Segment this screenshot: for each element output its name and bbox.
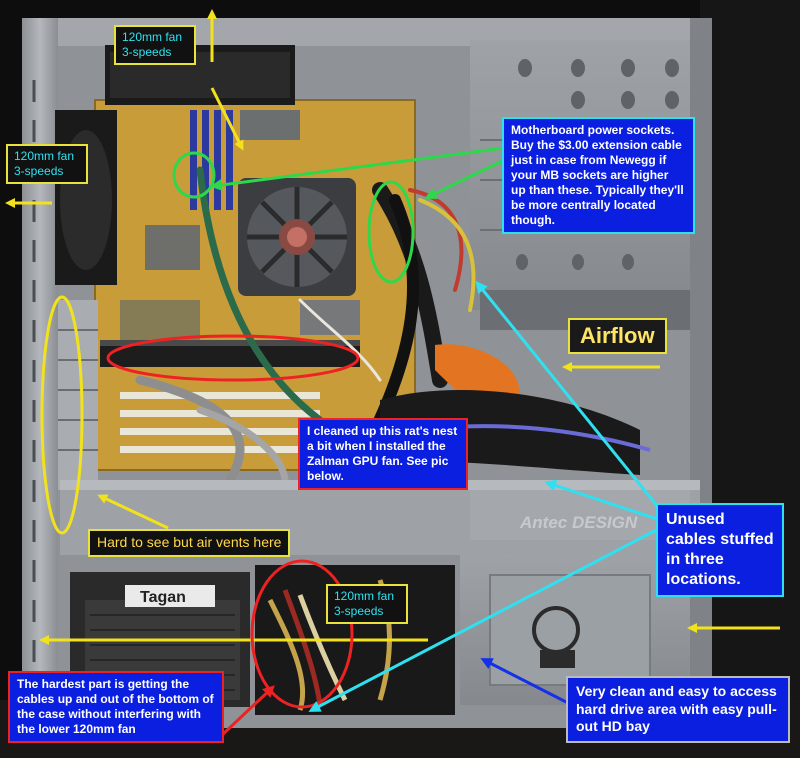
fan-label-bottom-line2: 3-speeds — [334, 604, 384, 618]
unused-cables-label: Unused cables stuffed in three locations… — [656, 503, 784, 597]
background-right-dark — [700, 0, 800, 758]
air-vents-ellipse — [40, 295, 84, 535]
fan-label-left: 120mm fan 3-speeds — [6, 144, 88, 184]
case-rear-rail — [22, 18, 58, 718]
case-brand-text: Antec DESIGN — [519, 513, 638, 532]
fan-label-bottom-line1: 120mm fan — [334, 589, 395, 603]
ratsnest-label: I cleaned up this rat's nest a bit when … — [298, 418, 468, 490]
psu-cable-ellipse — [250, 559, 354, 709]
graphics-card — [100, 345, 360, 367]
fan-label-top-line2: 3-speeds — [122, 45, 172, 59]
fan-label-bottom: 120mm fan 3-speeds — [326, 584, 408, 624]
fan-label-left-line2: 3-speeds — [14, 164, 64, 178]
expansion-slot-covers — [58, 300, 98, 490]
zalman-gpu-fan — [435, 344, 520, 405]
mb-power-label: Motherboard power sockets. Buy the $3.00… — [502, 117, 695, 234]
hardest-part-label: The hardest part is getting the cables u… — [8, 671, 224, 743]
fan-label-top: 120mm fan 3-speeds — [114, 25, 196, 65]
gpu-ellipse — [106, 334, 360, 382]
airflow-label: Airflow — [568, 318, 667, 354]
fan-label-top-line1: 120mm fan — [122, 30, 183, 44]
clean-hd-label: Very clean and easy to access hard drive… — [566, 676, 790, 743]
psu-brand-text: Tagan — [140, 589, 186, 606]
air-vents-label: Hard to see but air vents here — [88, 529, 291, 557]
fan-label-left-line1: 120mm fan — [14, 149, 75, 163]
